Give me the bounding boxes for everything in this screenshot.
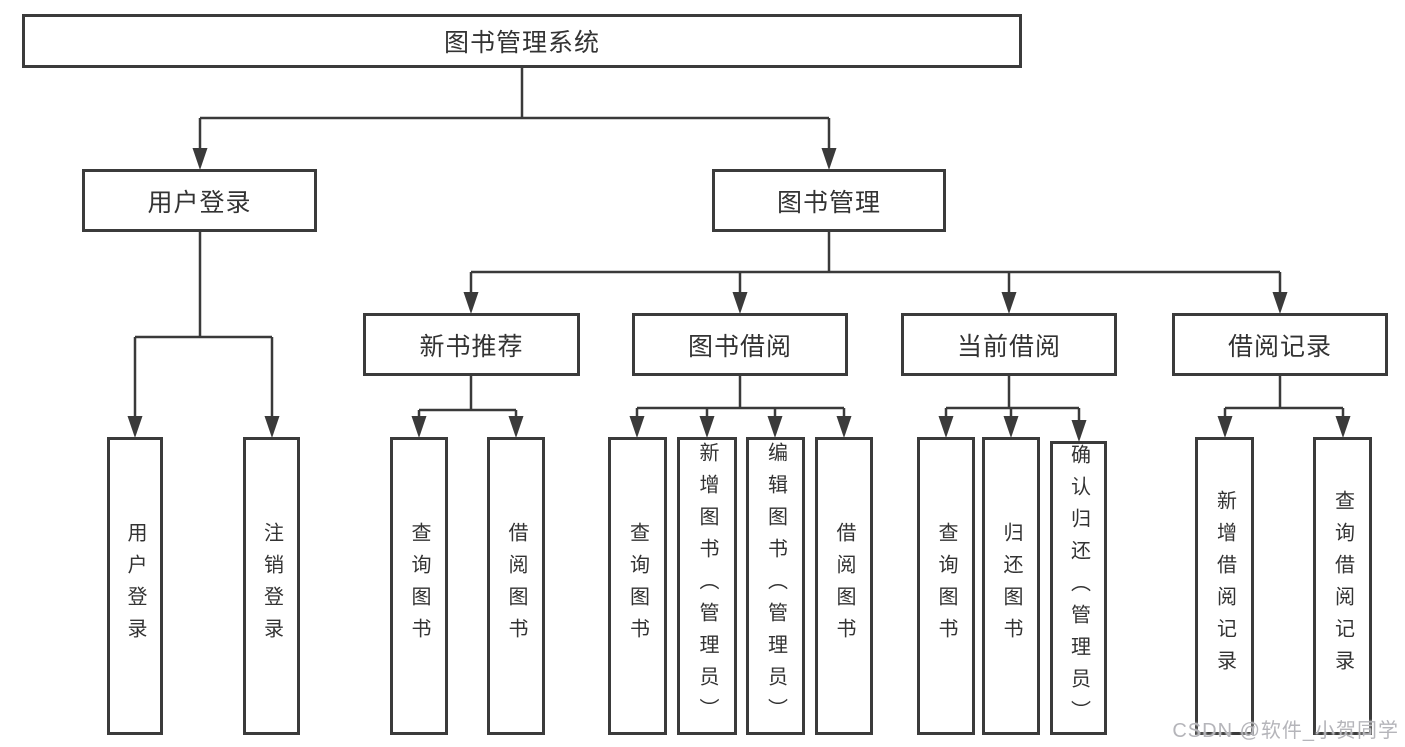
leaf-query-books-borrow: 查询图书 <box>608 437 667 735</box>
leaf-borrow-books-recommend: 借阅图书 <box>487 437 545 735</box>
arrowheads <box>127 148 1351 442</box>
node-new-book-recommend: 新书推荐 <box>363 313 580 376</box>
leaf-user-login: 用户登录 <box>107 437 163 735</box>
node-user-login: 用户登录 <box>82 169 317 232</box>
leaf-query-books-current: 查询图书 <box>917 437 975 735</box>
leaf-borrow-books: 借阅图书 <box>815 437 873 735</box>
leaf-add-borrow-record: 新增借阅记录 <box>1195 437 1254 735</box>
leaf-edit-book-admin: 编辑图书（管理员） <box>746 437 805 735</box>
leaf-return-books: 归还图书 <box>982 437 1040 735</box>
leaf-query-books-recommend: 查询图书 <box>390 437 448 735</box>
leaf-confirm-return-admin: 确认归还（管理员） <box>1050 441 1107 735</box>
node-current-borrow: 当前借阅 <box>901 313 1117 376</box>
node-borrow-records: 借阅记录 <box>1172 313 1388 376</box>
node-root: 图书管理系统 <box>22 14 1022 68</box>
leaf-logout: 注销登录 <box>243 437 300 735</box>
node-book-management: 图书管理 <box>712 169 946 232</box>
node-book-borrow: 图书借阅 <box>632 313 848 376</box>
csdn-watermark: CSDN @软件_小贺同学 <box>1172 720 1399 742</box>
leaf-query-borrow-record: 查询借阅记录 <box>1313 437 1372 735</box>
leaf-add-book-admin: 新增图书（管理员） <box>677 437 737 735</box>
